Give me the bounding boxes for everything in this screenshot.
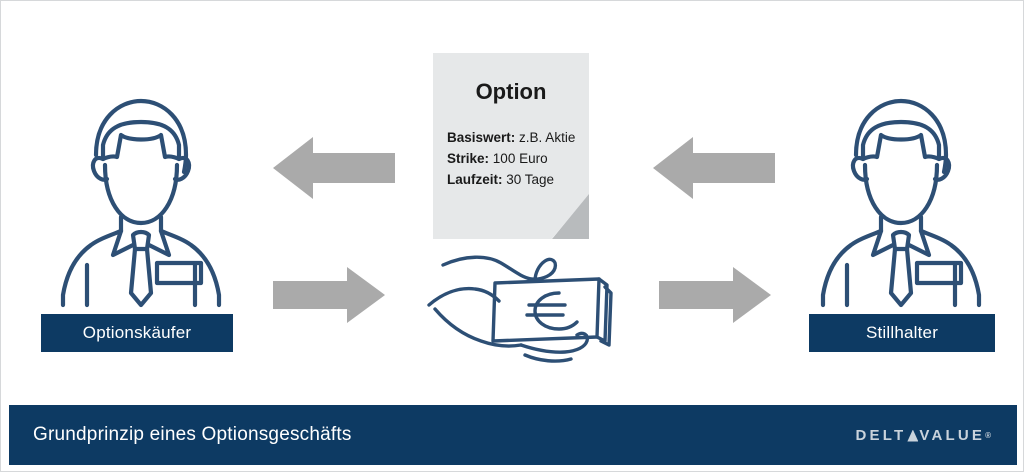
option-detail-label: Basiswert: [447, 130, 516, 145]
arrow-premium-to-writer [659, 267, 771, 323]
arrow-option-to-buyer-left [273, 137, 395, 199]
option-detail-row: Strike: 100 Euro [447, 148, 581, 169]
arrow-premium-from-buyer [273, 267, 385, 323]
option-writer-label-box: Stillhalter [809, 314, 995, 352]
option-buyer-label: Optionskäufer [82, 323, 192, 342]
option-detail-value: z.B. Aktie [519, 130, 576, 145]
diagram-canvas: Optionskäufer Stillhalter [9, 9, 1017, 465]
option-card-details: Basiswert: z.B. Aktie Strike: 100 Euro L… [447, 127, 581, 190]
hand-holding-euro-banknotes-icon [421, 249, 621, 371]
arrow-option-from-writer-right [653, 137, 775, 199]
option-buyer-figure [41, 89, 241, 309]
banner-title: Grundprinzip eines Optionsgeschäfts [33, 424, 352, 445]
option-detail-row: Laufzeit: 30 Tage [447, 169, 581, 190]
option-detail-value: 100 Euro [492, 151, 548, 166]
bottom-banner: Grundprinzip eines Optionsgeschäfts DELT… [9, 405, 1017, 465]
option-detail-label: Strike: [447, 151, 490, 166]
option-writer-figure [801, 89, 1001, 309]
option-card-background [433, 53, 589, 239]
option-buyer-label-box: Optionskäufer [41, 314, 233, 352]
logo-suffix: VALUE [919, 426, 986, 444]
option-writer-label: Stillhalter [865, 323, 939, 342]
option-detail-label: Laufzeit: [447, 172, 503, 187]
option-detail-row: Basiswert: z.B. Aktie [447, 127, 581, 148]
deltavalue-logo[interactable]: DELT VALUE® [856, 405, 992, 465]
delta-triangle-icon [907, 429, 919, 442]
option-card-title: Option [475, 79, 547, 104]
option-detail-value: 30 Tage [506, 172, 555, 187]
option-card: Option Basiswert: z.B. Aktie Strike: 100… [433, 53, 589, 239]
logo-prefix: DELT [855, 426, 907, 444]
registered-trademark-icon: ® [985, 430, 991, 440]
